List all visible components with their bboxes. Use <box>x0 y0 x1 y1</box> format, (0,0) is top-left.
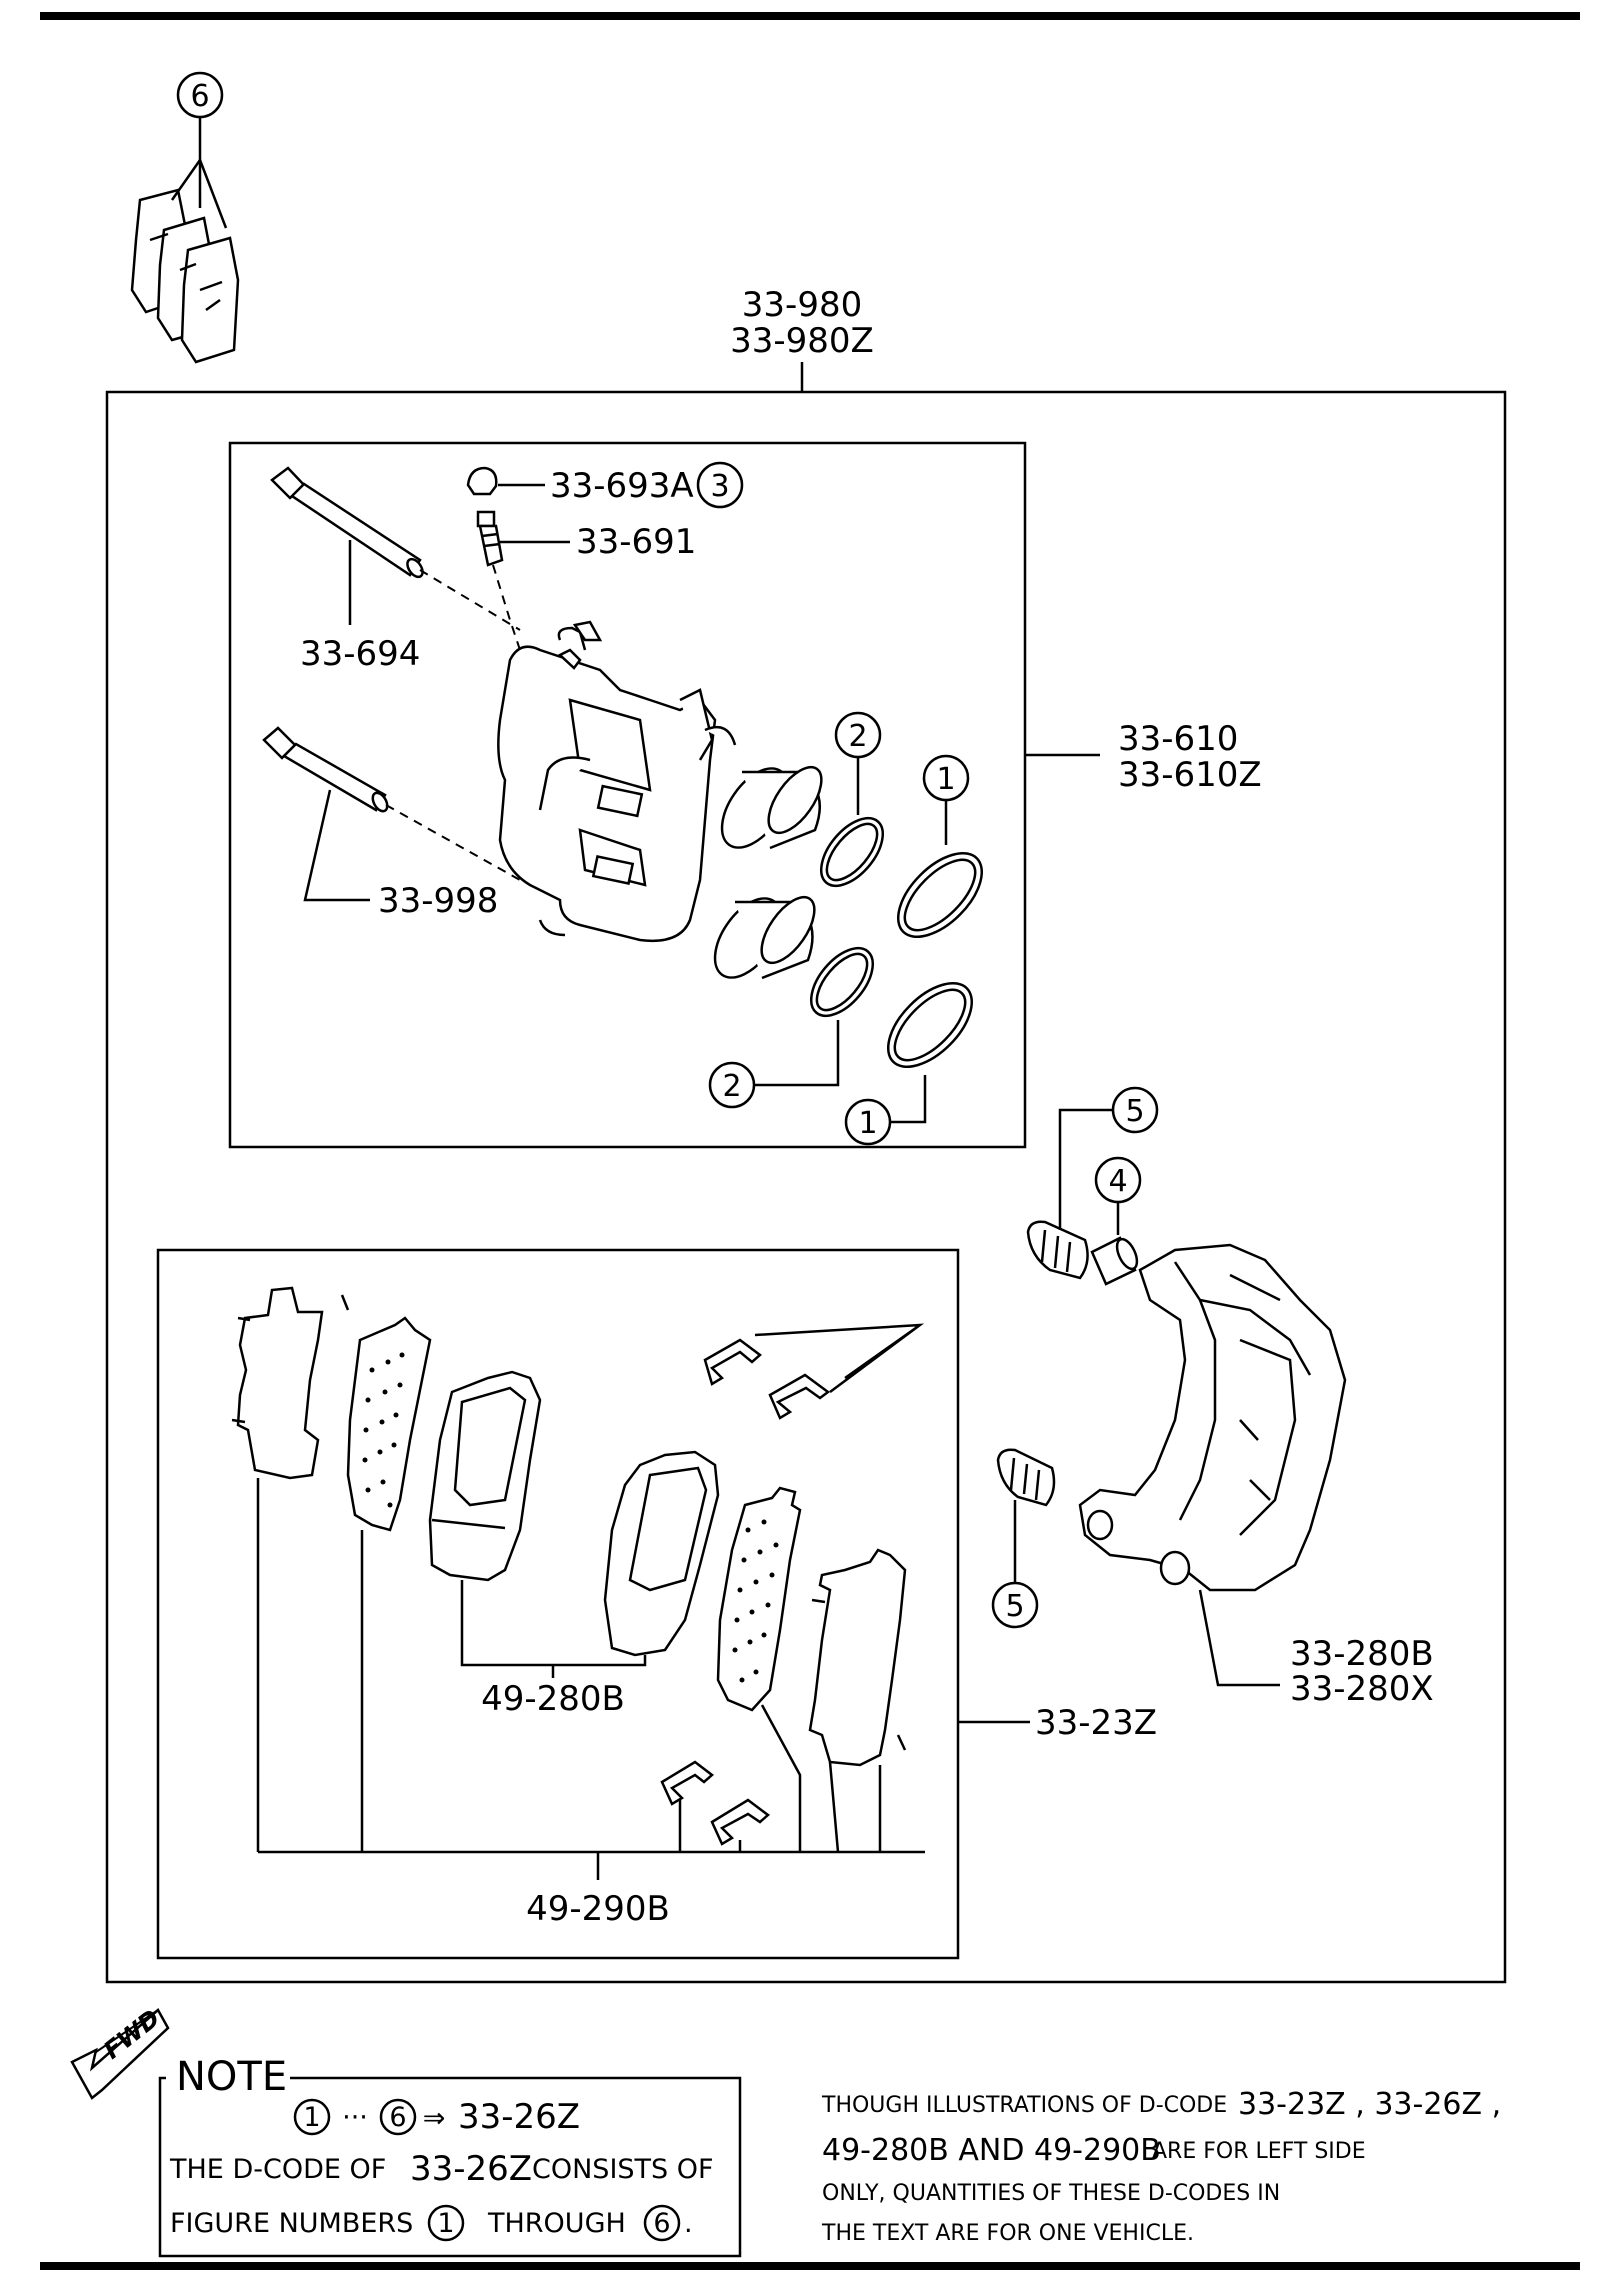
note-line3-mid: THROUGH <box>487 2208 626 2239</box>
bleeder-label: 33-691 <box>576 522 696 562</box>
note-range-from: 1 <box>303 2102 320 2133</box>
caliper-body-icon <box>497 626 737 943</box>
boot-lower-number: 1 <box>858 1106 877 1141</box>
side-note-line3: ONLY, QUANTITIES OF THESE D-CODES IN <box>822 2181 1280 2206</box>
assembly-frame <box>105 390 1507 1984</box>
note-arrow: ⇒ <box>423 2103 446 2134</box>
caliper-bridge-icon <box>557 620 603 670</box>
assembly-label-2: 33-980Z <box>730 321 874 361</box>
piston-lower-icon <box>713 895 816 980</box>
cap-label: 33-693A <box>550 466 694 506</box>
pin-boot-upper-circle <box>1111 1086 1159 1134</box>
pin-boot-upper-number: 5 <box>1125 1094 1144 1129</box>
boot-lower-circle <box>844 1098 892 1146</box>
note-ellipsis: ··· <box>342 2102 368 2133</box>
side-note-line4: THE TEXT ARE FOR ONE VEHICLE. <box>821 2221 1194 2246</box>
pads-label: 49-280B <box>481 1679 625 1719</box>
pad-kit-frame <box>156 1248 960 1960</box>
assembly-label-1: 33-980 <box>742 285 862 325</box>
side-note-line1-a: THOUGH ILLUSTRATIONS OF D-CODE <box>821 2093 1227 2118</box>
pin-boot-lower-circle <box>991 1581 1039 1629</box>
caliper-body-label-2: 33-610Z <box>1118 755 1262 795</box>
note-line3-to: 6 <box>653 2208 670 2239</box>
piston-seal-lower-icon <box>810 947 874 1017</box>
shim-inner-left-icon <box>346 1316 432 1532</box>
piston-seal-upper-icon <box>820 817 884 887</box>
note-range-to: 6 <box>389 2102 406 2133</box>
pin-boot-lower-icon <box>996 1448 1056 1507</box>
boot-upper-circle <box>922 754 970 802</box>
note-line3-from: 1 <box>437 2208 454 2239</box>
clip-upper-2-icon <box>768 1373 831 1420</box>
note-line2-code: 33-26Z <box>410 2149 532 2189</box>
guide-pin-upper-icon <box>270 466 424 579</box>
bottom-rule <box>40 2262 1580 2270</box>
seal-lower-number: 2 <box>722 1069 741 1104</box>
note-title: NOTE <box>176 2054 287 2100</box>
clip-lower-2-icon <box>710 1798 770 1846</box>
shims-label: 49-290B <box>526 1889 670 1929</box>
note-box <box>158 2076 742 2258</box>
clip-lower-1-icon <box>660 1760 714 1806</box>
bleeder-cap-icon <box>466 466 498 496</box>
shim-outer-left-icon <box>231 1286 350 1480</box>
guide-pin-lower-label: 33-998 <box>378 881 498 921</box>
guide-pin-upper-label: 33-694 <box>300 634 420 674</box>
boot-upper-number: 1 <box>936 762 955 797</box>
note-line3-a: FIGURE NUMBERS <box>170 2208 413 2239</box>
dust-boot-lower-icon <box>886 981 974 1069</box>
note-line2-a: THE D-CODE OF <box>169 2154 386 2185</box>
note-range-code: 33-26Z <box>458 2097 580 2137</box>
cap-ref-number: 3 <box>710 469 729 504</box>
guide-pin-lower-icon <box>262 726 389 813</box>
top-rule <box>40 12 1580 20</box>
sleeve-number: 4 <box>1108 1164 1127 1199</box>
seal-kit-group <box>130 71 240 364</box>
pin-boot-upper-icon <box>1026 1220 1089 1280</box>
note-line2-b: CONSISTS OF <box>532 2154 714 2185</box>
side-note-line1-b: 33-23Z , 33-26Z , <box>1238 2087 1501 2122</box>
brake-pad-outer-icon <box>603 1450 720 1657</box>
piston-upper-icon <box>720 765 823 850</box>
seal-upper-circle <box>834 711 882 759</box>
bracket-label-2: 33-280X <box>1290 1669 1434 1709</box>
shim-outer-right-icon <box>808 1548 907 1767</box>
bracket-label-1: 33-280B <box>1290 1634 1434 1674</box>
kit-number: 6 <box>190 79 209 114</box>
cap-ref-circle <box>696 461 744 509</box>
forward-arrow-icon <box>70 2008 170 2100</box>
sleeve-circle <box>1094 1156 1142 1204</box>
caliper-bracket-icon <box>1078 1243 1347 1592</box>
side-note-line2-a: 49-280B AND 49-290B <box>822 2133 1161 2168</box>
pad-kit-label: 33-23Z <box>1035 1703 1157 1743</box>
kit-bag-icon <box>130 188 240 364</box>
dust-boot-upper-icon <box>896 851 984 939</box>
sleeve-icon <box>1090 1236 1139 1286</box>
caliper-body-frame <box>228 441 1027 1149</box>
pin-boot-lower-number: 5 <box>1005 1589 1024 1624</box>
note-line3-end: . <box>684 2208 693 2239</box>
caliper-body-label-1: 33-610 <box>1118 719 1238 759</box>
brake-pad-inner-icon <box>428 1370 542 1582</box>
clip-upper-1-icon <box>703 1338 762 1386</box>
seal-upper-number: 2 <box>848 719 867 754</box>
seal-lower-circle <box>708 1061 756 1109</box>
shim-inner-right-icon <box>716 1486 802 1712</box>
bleeder-screw-icon <box>476 510 504 567</box>
side-note-line2-b: ARE FOR LEFT SIDE <box>1152 2139 1366 2164</box>
shim-leaders <box>256 1478 925 1880</box>
